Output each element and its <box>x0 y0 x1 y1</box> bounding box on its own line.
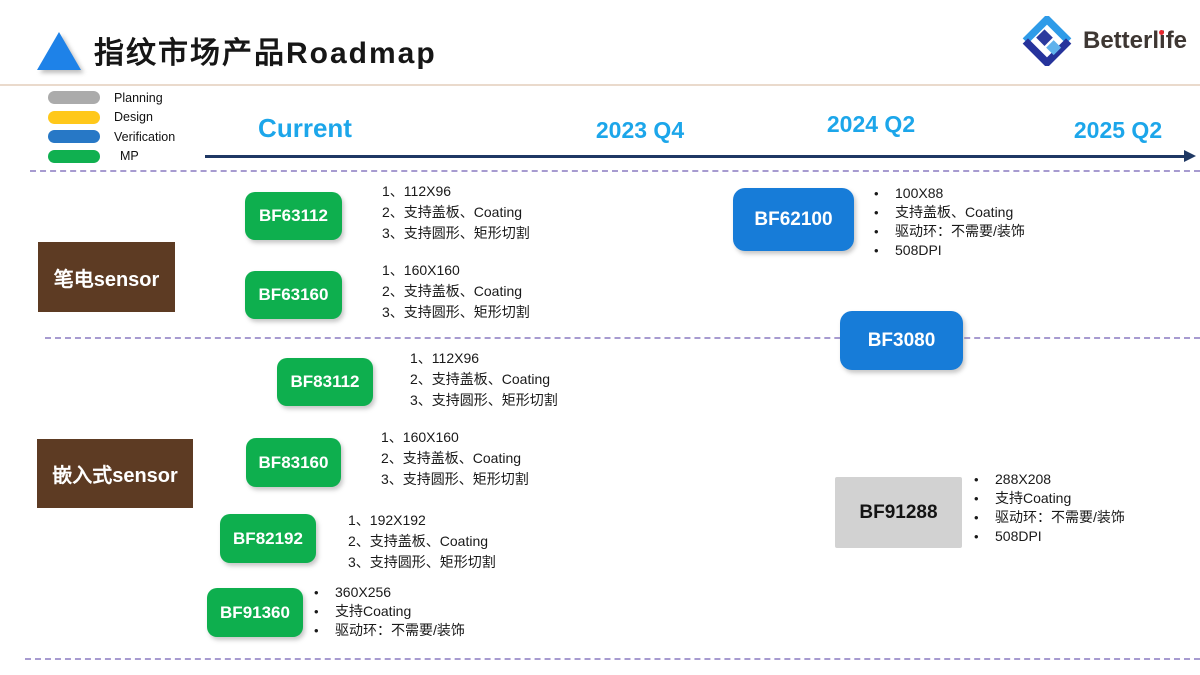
header-divider <box>0 84 1200 86</box>
row-divider-middle <box>45 337 1200 339</box>
spec-line: 支持Coating <box>308 602 465 621</box>
slide-triangle-icon <box>37 32 81 70</box>
mp-swatch-icon <box>48 149 100 163</box>
row-label-notebook-sensor: 笔电sensor <box>38 242 175 312</box>
product-specs-bf63112: 1、112X96 2、支持盖板、Coating 3、支持圆形、矩形切割 <box>382 181 530 244</box>
product-box-bf63160: BF63160 <box>245 271 342 319</box>
product-specs-bf82192: 1、192X192 2、支持盖板、Coating 3、支持圆形、矩形切割 <box>348 510 496 573</box>
timeline-arrow <box>205 150 1196 162</box>
timeline-label-2024q2: 2024 Q2 <box>826 111 916 137</box>
legend-item-verification: Verification <box>48 127 175 147</box>
page-title: 指纹市场产品Roadmap <box>94 37 437 70</box>
legend-label: Planning <box>114 90 163 105</box>
row-label-embedded-sensor: 嵌入式sensor <box>37 439 193 508</box>
spec-line: 3、支持圆形、矩形切割 <box>410 392 558 408</box>
spec-line: 驱动环：不需要/装饰 <box>868 222 1025 241</box>
product-box-bf83160: BF83160 <box>246 438 341 487</box>
spec-line: 3、支持圆形、矩形切割 <box>382 304 530 320</box>
status-legend: Planning Design Verification MP <box>48 88 175 166</box>
spec-line: 1、112X96 <box>410 350 480 366</box>
spec-line: 3、支持圆形、矩形切割 <box>348 554 496 570</box>
legend-item-planning: Planning <box>48 88 175 108</box>
product-specs-bf91360: 360X256 支持Coating 驱动环：不需要/装饰 <box>308 583 465 640</box>
spec-line: 2、支持盖板、Coating <box>381 450 522 466</box>
spec-line: 驱动环：不需要/装饰 <box>308 621 465 640</box>
spec-line: 2、支持盖板、Coating <box>382 204 523 220</box>
spec-line: 2、支持盖板、Coating <box>410 371 551 387</box>
product-specs-bf91288: 288X208 支持Coating 驱动环：不需要/装饰 508DPI <box>968 470 1125 546</box>
legend-item-design: Design <box>48 108 175 128</box>
legend-item-mp: MP <box>48 147 175 167</box>
product-box-bf82192: BF82192 <box>220 514 316 563</box>
product-specs-bf63160: 1、160X160 2、支持盖板、Coating 3、支持圆形、矩形切割 <box>382 260 530 323</box>
planning-swatch-icon <box>48 91 100 105</box>
brand-diamond-icon <box>1022 16 1072 66</box>
row-divider-bottom <box>25 658 1200 660</box>
spec-line: 508DPI <box>968 527 1125 546</box>
product-box-bf91288: BF91288 <box>835 477 962 548</box>
design-swatch-icon <box>48 110 100 124</box>
product-specs-bf83112: 1、112X96 2、支持盖板、Coating 3、支持圆形、矩形切割 <box>410 348 558 411</box>
product-box-bf91360: BF91360 <box>207 588 303 637</box>
spec-line: 100X88 <box>868 184 1025 203</box>
spec-line: 1、112X96 <box>382 183 452 199</box>
spec-line: 1、160X160 <box>381 429 459 445</box>
spec-line: 508DPI <box>868 241 1025 260</box>
legend-label: MP <box>120 149 139 164</box>
product-box-bf63112: BF63112 <box>245 192 342 240</box>
product-box-bf3080: BF3080 <box>840 311 963 370</box>
spec-line: 2、支持盖板、Coating <box>382 283 523 299</box>
product-box-bf62100: BF62100 <box>733 188 854 251</box>
company-logo: Betterlife <box>1020 16 1187 66</box>
product-specs-bf83160: 1、160X160 2、支持盖板、Coating 3、支持圆形、矩形切割 <box>381 427 529 490</box>
spec-line: 1、160X160 <box>382 262 460 278</box>
spec-line: 360X256 <box>308 583 465 602</box>
timeline-label-2025q2: 2025 Q2 <box>1073 117 1163 143</box>
spec-line: 支持盖板、Coating <box>868 203 1025 222</box>
brand-name: Betterlife <box>1083 27 1188 54</box>
spec-line: 1、192X192 <box>348 512 426 528</box>
spec-line: 驱动环：不需要/装饰 <box>968 508 1125 527</box>
timeline-label-current: Current <box>258 113 352 143</box>
product-specs-bf62100: 100X88 支持盖板、Coating 驱动环：不需要/装饰 508DPI <box>868 184 1025 260</box>
legend-label: Verification <box>114 129 176 144</box>
verification-swatch-icon <box>48 130 100 144</box>
spec-line: 3、支持圆形、矩形切割 <box>382 225 530 241</box>
row-divider-top <box>30 170 1200 172</box>
spec-line: 2、支持盖板、Coating <box>348 533 489 549</box>
spec-line: 288X208 <box>968 470 1125 489</box>
spec-line: 3、支持圆形、矩形切割 <box>381 471 529 487</box>
product-box-bf83112: BF83112 <box>277 358 373 406</box>
spec-line: 支持Coating <box>968 489 1125 508</box>
timeline-label-2023q4: 2023 Q4 <box>595 117 685 143</box>
legend-label: Design <box>114 110 153 125</box>
